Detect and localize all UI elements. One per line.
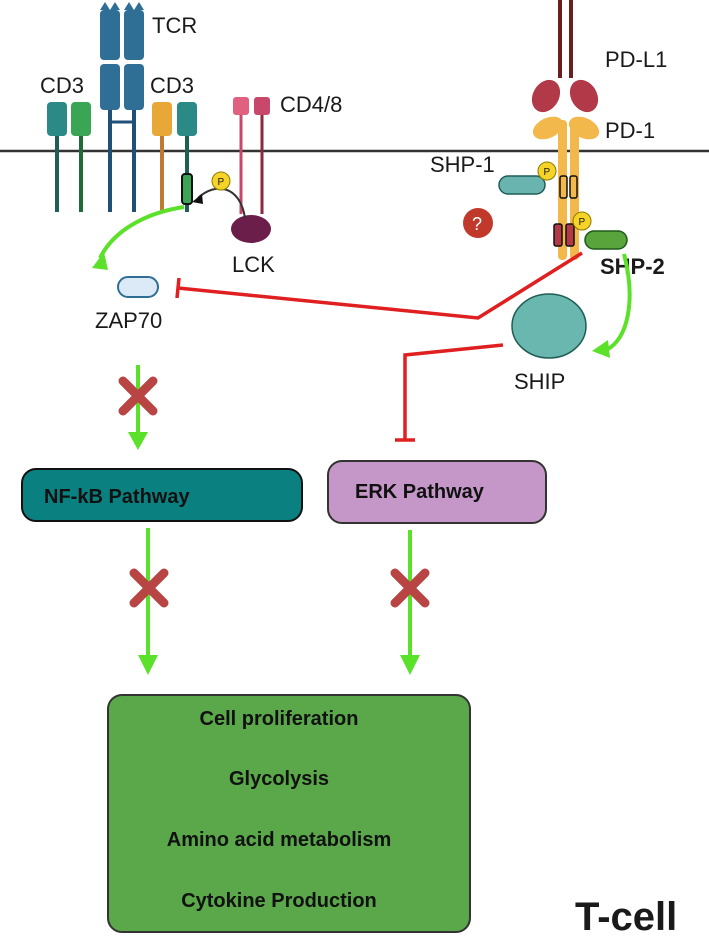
cd48-coreceptor <box>233 97 270 214</box>
inhibition-shp2-zap70 <box>177 251 583 320</box>
outcome-item: Cell proliferation <box>200 708 359 730</box>
zap70-kinase <box>117 276 159 298</box>
ship-phosphatase <box>511 293 587 359</box>
outcome-item: Cytokine Production <box>181 890 377 912</box>
blocked-x-icon <box>390 568 430 608</box>
tcr-label: TCR <box>152 13 197 38</box>
svg-text:P: P <box>544 167 551 178</box>
erk-pathway-box <box>327 460 547 524</box>
nfkb-pathway-label: NF-kB Pathway <box>44 486 190 508</box>
lck-label: LCK <box>232 252 275 277</box>
pd1-label: PD-1 <box>605 118 655 143</box>
nfkb-pathway-box <box>21 468 303 522</box>
svg-text:?: ? <box>472 214 482 234</box>
phospho-icon-shp2 <box>572 211 592 231</box>
outcome-item: Amino acid metabolism <box>167 829 392 851</box>
erk-pathway-label: ERK Pathway <box>355 481 485 503</box>
unknown-mechanism-icon <box>463 208 493 238</box>
shp2-label: SHP-2 <box>600 254 665 279</box>
phospho-icon-lck <box>211 171 231 191</box>
blocked-x-icon <box>118 376 158 416</box>
shp2-phosphatase <box>584 230 628 250</box>
blocked-x-icon <box>129 568 169 608</box>
svg-text:P: P <box>579 217 586 228</box>
activation-arrow-cd3-zap70 <box>98 205 185 259</box>
cd3-left <box>47 102 91 212</box>
pdl1-ligand <box>531 0 599 113</box>
shp1-phosphatase <box>498 175 546 195</box>
svg-text:P: P <box>218 177 225 188</box>
activation-arrow-shp2-ship <box>605 253 632 352</box>
shp1-label: SHP-1 <box>430 152 495 177</box>
ship-label: SHIP <box>514 369 565 394</box>
lck-arrowhead <box>192 194 203 204</box>
tcr-receptor <box>100 2 144 212</box>
lck-kinase <box>231 215 271 243</box>
cd48-label: CD4/8 <box>280 92 342 117</box>
phospho-icon-shp1 <box>537 161 557 181</box>
cd3-right-label: CD3 <box>150 73 194 98</box>
inhibition-ship-erk <box>403 343 504 440</box>
outcome-item: Glycolysis <box>229 768 329 790</box>
cell-type-label: T-cell <box>575 895 677 939</box>
cd3-left-label: CD3 <box>40 73 84 98</box>
zap70-label: ZAP70 <box>95 308 162 333</box>
cd3-right <box>152 102 197 212</box>
lck-phospho-arc <box>197 187 246 219</box>
pdl1-label: PD-L1 <box>605 47 667 72</box>
outcomes-box <box>107 694 471 933</box>
